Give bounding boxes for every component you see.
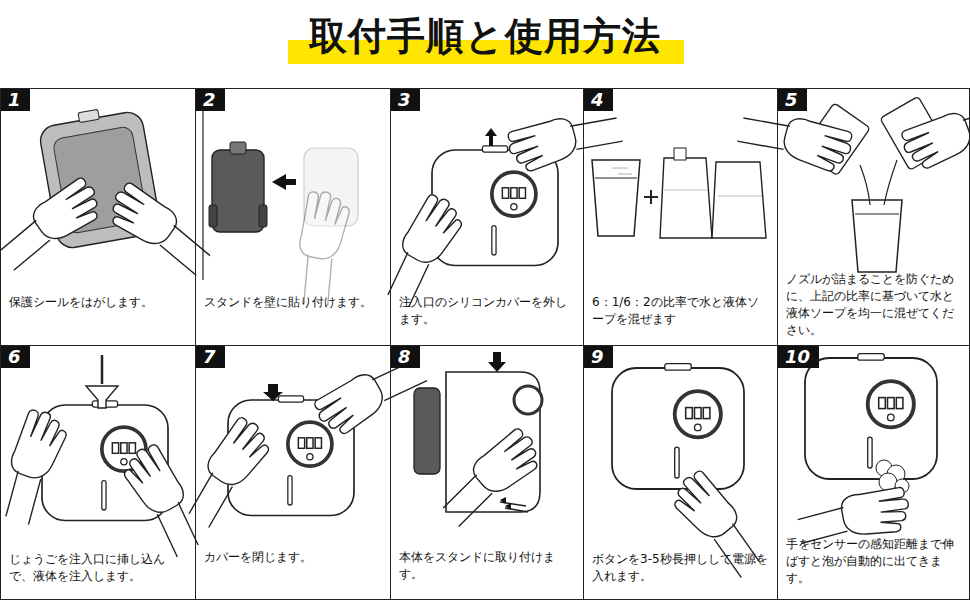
step-caption: 本体をスタンドに取り付けます。	[399, 549, 575, 583]
step-caption: じょうごを注入口に挿し込んで、液体を注入します。	[9, 551, 187, 585]
stand-figure-part	[212, 150, 264, 232]
step-panel: 3 注入口のシリコンカバーを外します。	[390, 88, 584, 346]
protective-sheet-figure-part-part	[78, 109, 99, 122]
stand-figure-part	[230, 142, 246, 154]
open-cover-figure	[375, 104, 624, 310]
pour-figure-part	[899, 94, 970, 173]
step-panel: 2 スタンドを壁に貼り付けます。	[195, 88, 391, 346]
attach-figure-part	[514, 386, 542, 414]
attach-figure-part	[500, 497, 506, 504]
stand-figure-part	[290, 189, 352, 306]
attach-figure	[414, 352, 547, 530]
step-panel: 10 手をセンサーの感知距離まで伸ばすと泡が自動的に出てきます。	[777, 345, 970, 600]
open-cover-figure-part	[485, 128, 497, 146]
attach-figure-part	[414, 388, 440, 474]
power-figure-part	[612, 364, 744, 489]
stand-figure-part	[272, 174, 296, 190]
step-number: 10	[778, 346, 819, 368]
funnel-figure-part	[0, 407, 71, 527]
step-panel: 7 カバーを閉じます。	[195, 345, 391, 600]
attach-figure-part	[505, 503, 511, 510]
attach-figure-part	[488, 352, 506, 372]
step-caption: スタンドを壁に貼り付けます。	[204, 294, 382, 311]
protective-sheet-figure	[0, 102, 218, 279]
mix-figure-part	[660, 158, 712, 238]
foam-figure-part	[805, 354, 937, 479]
mix-figure-part	[712, 162, 766, 238]
funnel-figure-part	[86, 386, 118, 408]
mix-figure-part	[644, 190, 658, 204]
mix-figure-part	[664, 190, 762, 196]
pour-figure	[736, 94, 970, 272]
mix-figure-part	[592, 160, 640, 236]
step-caption: 手をセンサーの感知距離まで伸ばすと泡が自動的に出てきます。	[786, 536, 961, 587]
pour-figure-part	[860, 160, 897, 205]
step-caption: 保護シールをはがします。	[9, 294, 187, 311]
pour-figure-part	[852, 200, 902, 272]
foam-figure	[795, 354, 937, 549]
step-number: 3	[391, 89, 420, 111]
attach-figure-part	[434, 425, 547, 530]
step-number: 1	[1, 89, 30, 111]
close-cover-figure-part	[263, 384, 283, 401]
step-number: 8	[391, 346, 420, 368]
mix-figure-part	[674, 148, 686, 160]
funnel-figure	[0, 355, 211, 559]
step-caption: 6：1/6：2の比率で水と液体ソープを混ぜます	[592, 294, 769, 328]
close-cover-figure	[177, 347, 429, 530]
stand-figure-part	[209, 205, 217, 227]
step-caption: ノズルが詰まることを防ぐために、上記の比率に基づいて水と液体ソープを均一に混ぜて…	[786, 271, 961, 339]
mix-figure	[592, 148, 766, 238]
step-panel: 8 本体をスタンドに取り付けます。	[390, 345, 584, 600]
step-number: 4	[584, 89, 613, 111]
step-caption: カバーを閉じます。	[204, 549, 382, 566]
step-panel: 4 6：1/6：2の比率で水と液体ソープを混ぜます	[583, 88, 778, 346]
power-figure	[612, 364, 771, 581]
funnel-figure-part	[101, 355, 104, 384]
page-title: 取付手順と使用方法	[0, 10, 970, 62]
pour-figure-part	[855, 214, 899, 215]
protective-sheet-figure-part	[102, 180, 218, 280]
pour-figure-part	[736, 104, 855, 175]
stand-figure	[203, 100, 358, 306]
step-panel: 1 保護シールをはがします。	[0, 88, 196, 346]
step-panel: 6 じょうごを注入口に挿し込んで、液体を注入します。	[0, 345, 196, 600]
step-panel: 9 ボタンを3-5秒長押しして電源を入れます。	[583, 345, 778, 600]
attach-figure-part	[500, 502, 528, 512]
mix-figure-part	[612, 168, 632, 174]
close-cover-figure-part	[177, 414, 277, 530]
step-caption: ボタンを3-5秒長押しして電源を入れます。	[592, 551, 769, 585]
mix-figure-part	[595, 178, 637, 179]
stand-figure-part	[202, 100, 203, 280]
step-number: 7	[196, 346, 225, 368]
step-number: 5	[778, 89, 807, 111]
protective-sheet-figure-part	[0, 175, 108, 275]
stand-figure-part	[259, 205, 267, 227]
step-number: 2	[196, 89, 225, 111]
step-panel: 5 ノズルが詰まることを防ぐために、上記の比率に基づいて水と液体ソープを均一に混ぜ…	[777, 88, 970, 346]
step-caption: 注入口のシリコンカバーを外します。	[399, 294, 575, 328]
step-number: 6	[1, 346, 30, 368]
step-number: 9	[584, 346, 613, 368]
